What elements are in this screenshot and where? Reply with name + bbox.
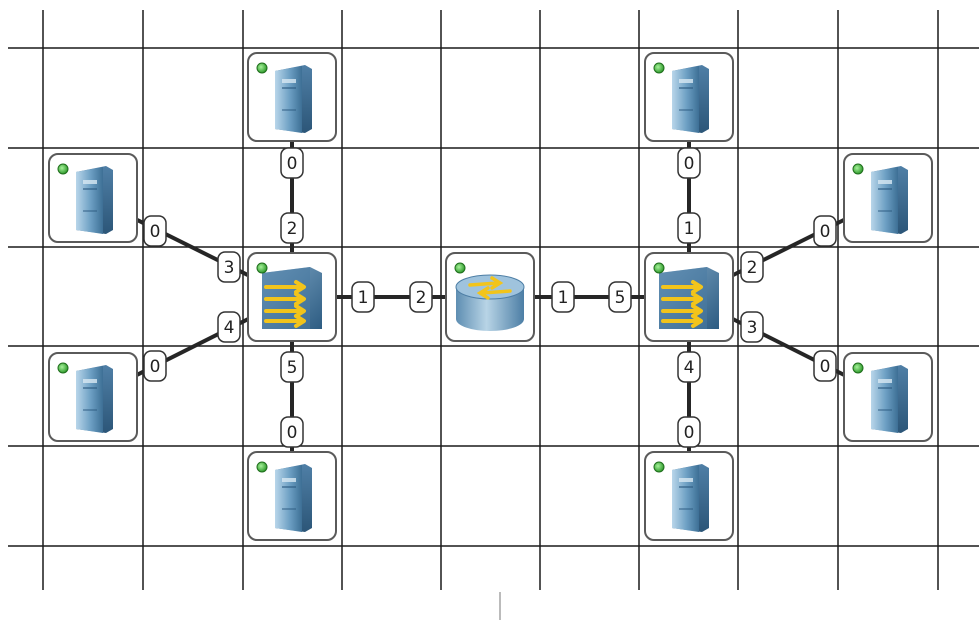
port-number: 0 bbox=[150, 357, 161, 377]
server-node[interactable] bbox=[644, 451, 734, 541]
status-led-icon bbox=[57, 163, 69, 175]
status-led-icon bbox=[256, 461, 268, 473]
port-badge[interactable]: 0 bbox=[143, 350, 167, 382]
port-number: 0 bbox=[287, 154, 298, 174]
switch-node[interactable] bbox=[247, 252, 337, 342]
grid bbox=[8, 10, 979, 590]
switch-icon bbox=[262, 267, 322, 329]
port-badge[interactable]: 4 bbox=[677, 351, 701, 383]
status-led-icon bbox=[256, 262, 268, 274]
port-number: 1 bbox=[684, 219, 695, 239]
server-icon bbox=[672, 464, 709, 532]
port-badge[interactable]: 0 bbox=[280, 147, 304, 179]
port-badge[interactable]: 1 bbox=[677, 212, 701, 244]
status-led-icon bbox=[852, 362, 864, 374]
port-badge[interactable]: 4 bbox=[217, 311, 241, 343]
port-number: 0 bbox=[684, 423, 695, 443]
port-number: 5 bbox=[615, 288, 626, 308]
port-badge[interactable]: 0 bbox=[813, 215, 837, 247]
status-led-icon bbox=[852, 163, 864, 175]
server-node[interactable] bbox=[247, 451, 337, 541]
status-led-icon bbox=[256, 62, 268, 74]
port-number: 0 bbox=[150, 222, 161, 242]
port-number: 5 bbox=[287, 358, 298, 378]
port-number: 1 bbox=[558, 288, 569, 308]
server-icon bbox=[871, 365, 908, 433]
port-badge[interactable]: 2 bbox=[280, 212, 304, 244]
status-led-icon bbox=[653, 62, 665, 74]
port-number: 3 bbox=[747, 318, 758, 338]
port-badge[interactable]: 5 bbox=[608, 281, 632, 313]
server-node[interactable] bbox=[843, 352, 933, 442]
devices bbox=[48, 52, 933, 541]
server-icon bbox=[871, 166, 908, 234]
router-icon bbox=[455, 274, 525, 331]
server-icon bbox=[76, 365, 113, 433]
port-badge[interactable]: 0 bbox=[813, 350, 837, 382]
server-node[interactable] bbox=[247, 52, 337, 142]
port-labels: 0 3 0 2 0 4 0 5 1 2 1 5 0 1 0 2 0 3 0 4 bbox=[143, 147, 837, 448]
port-number: 2 bbox=[747, 258, 758, 278]
server-node[interactable] bbox=[843, 153, 933, 243]
port-number: 0 bbox=[820, 222, 831, 242]
port-badge[interactable]: 0 bbox=[677, 416, 701, 448]
port-badge[interactable]: 0 bbox=[280, 416, 304, 448]
switch-icon bbox=[659, 267, 719, 329]
status-led-icon bbox=[653, 461, 665, 473]
router-node[interactable] bbox=[445, 252, 535, 342]
port-number: 0 bbox=[684, 154, 695, 174]
port-number: 4 bbox=[224, 318, 235, 338]
port-number: 4 bbox=[684, 358, 695, 378]
switch-node[interactable] bbox=[644, 252, 734, 342]
port-badge[interactable]: 0 bbox=[677, 147, 701, 179]
port-number: 0 bbox=[287, 423, 298, 443]
port-badge[interactable]: 5 bbox=[280, 351, 304, 383]
status-led-icon bbox=[454, 262, 466, 274]
status-led-icon bbox=[653, 262, 665, 274]
server-node[interactable] bbox=[644, 52, 734, 142]
port-number: 2 bbox=[287, 219, 298, 239]
port-badge[interactable]: 1 bbox=[551, 281, 575, 313]
port-badge[interactable]: 2 bbox=[409, 281, 433, 313]
port-number: 2 bbox=[416, 288, 427, 308]
port-badge[interactable]: 3 bbox=[740, 311, 764, 343]
server-icon bbox=[275, 464, 312, 532]
server-icon bbox=[275, 65, 312, 133]
port-number: 3 bbox=[224, 258, 235, 278]
port-number: 1 bbox=[358, 288, 369, 308]
server-icon bbox=[672, 65, 709, 133]
port-badge[interactable]: 1 bbox=[351, 281, 375, 313]
port-number: 0 bbox=[820, 357, 831, 377]
port-badge[interactable]: 0 bbox=[143, 215, 167, 247]
status-led-icon bbox=[57, 362, 69, 374]
server-icon bbox=[76, 166, 113, 234]
port-badge[interactable]: 3 bbox=[217, 251, 241, 283]
server-node[interactable] bbox=[48, 352, 138, 442]
port-badge[interactable]: 2 bbox=[740, 251, 764, 283]
server-node[interactable] bbox=[48, 153, 138, 243]
